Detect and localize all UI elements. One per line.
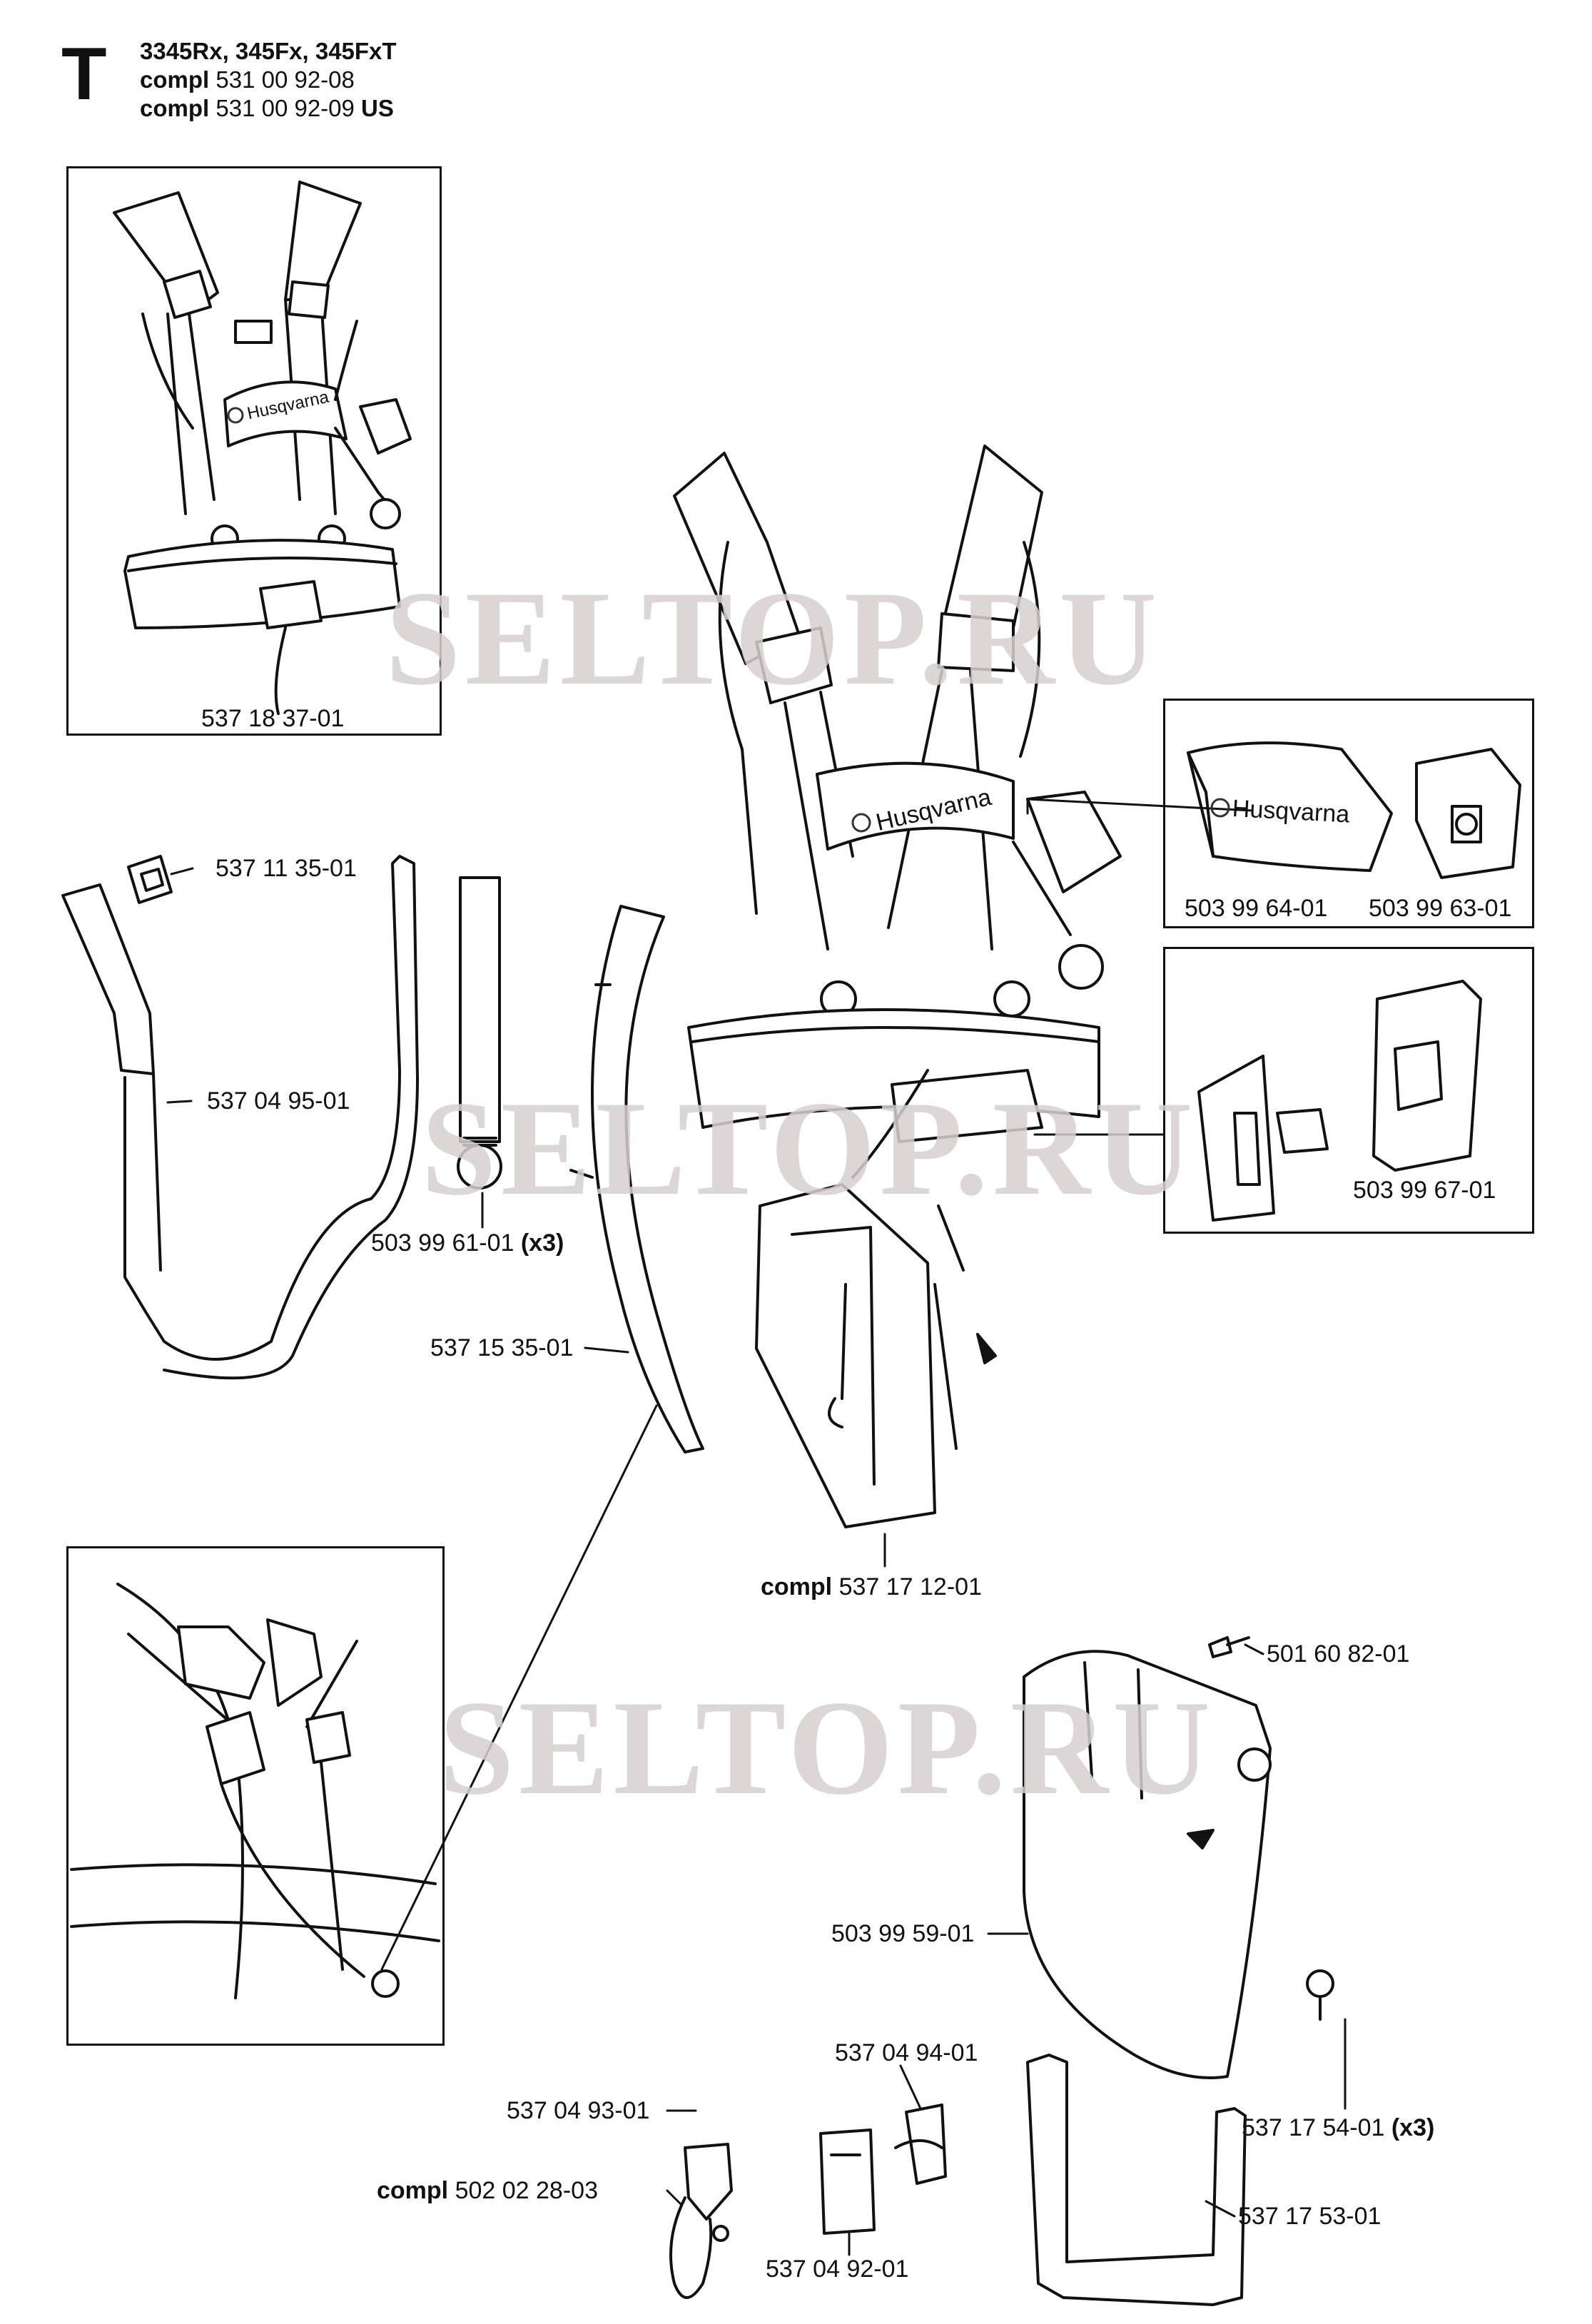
curved-strap-drawing xyxy=(61,855,419,1380)
part-label-screw: 537 17 54-01 (x3) xyxy=(1242,2114,1435,2141)
part-label-curved-strap: 537 04 95-01 xyxy=(207,1087,350,1115)
logo-pad-drawing xyxy=(1187,741,1521,879)
model-list: 3345Rx, 345Fx, 345FxT xyxy=(140,38,397,64)
kit-number-1: compl 531 00 92-08 xyxy=(140,66,355,93)
section-letter: T xyxy=(61,33,107,116)
logo-pad-detail-box xyxy=(1163,699,1534,928)
back-view-detail-box xyxy=(66,1546,445,2046)
part-label-buckle-set: 503 99 67-01 xyxy=(1353,1177,1496,1204)
part-label-clip-top: 537 04 94-01 xyxy=(835,2039,978,2066)
part-label-rivet: 501 60 82-01 xyxy=(1267,1640,1410,1668)
buckle-detail-box xyxy=(1163,947,1534,1234)
part-label-u-bar: 537 17 53-01 xyxy=(1238,2203,1381,2230)
part-label-hook-assembly: compl 502 02 28-03 xyxy=(377,2177,598,2204)
kit-number-2: compl 531 00 92-09 US xyxy=(140,95,394,121)
hip-pad-drawing xyxy=(1023,1650,1272,2079)
part-label-loop-strap: 503 99 61-01 (x3) xyxy=(371,1229,564,1257)
part-label-main-harness: compl 537 17 12-01 xyxy=(761,1573,982,1600)
leader-lines xyxy=(166,798,1347,2256)
harness-overview-drawing xyxy=(113,181,412,715)
u-bar-drawing xyxy=(1026,2054,1247,2306)
part-label-side-clip: 503 99 63-01 xyxy=(1369,895,1512,922)
part-label-harness-preview: 537 18 37-01 xyxy=(201,705,345,732)
buckle-small-drawing xyxy=(127,855,173,904)
hook-strap-drawing xyxy=(669,2143,733,2299)
harness-overview-box xyxy=(66,166,442,736)
part-label-logo-pad: 503 99 64-01 xyxy=(1185,895,1328,922)
part-label-buckle-small: 537 11 35-01 xyxy=(216,855,357,882)
main-harness-drawing xyxy=(673,445,1122,1528)
back-view-drawing xyxy=(70,1583,440,1999)
clip-top-drawing xyxy=(894,2104,947,2185)
screw-drawing xyxy=(1306,1969,1334,2021)
pad-strip-drawing xyxy=(569,905,704,1453)
part-label-hook-strap: 537 04 93-01 xyxy=(507,2097,650,2124)
logo-badges xyxy=(227,407,1230,833)
buckle-set-drawing xyxy=(1197,980,1482,1222)
clip-bottom-drawing xyxy=(819,2128,876,2235)
part-label-hip-pad: 503 99 59-01 xyxy=(831,1920,975,1947)
rivet-drawing xyxy=(1208,1636,1250,1658)
watermark-middle: SELTOP.RU xyxy=(421,1074,1197,1224)
part-label-pad-strip: 537 15 35-01 xyxy=(430,1334,574,1361)
part-label-clip-bottom: 537 04 92-01 xyxy=(766,2256,909,2283)
watermark-top: SELTOP.RU xyxy=(385,564,1162,714)
watermark-bottom: SELTOP.RU xyxy=(439,1673,1215,1823)
loop-strap-drawing xyxy=(457,876,502,1189)
